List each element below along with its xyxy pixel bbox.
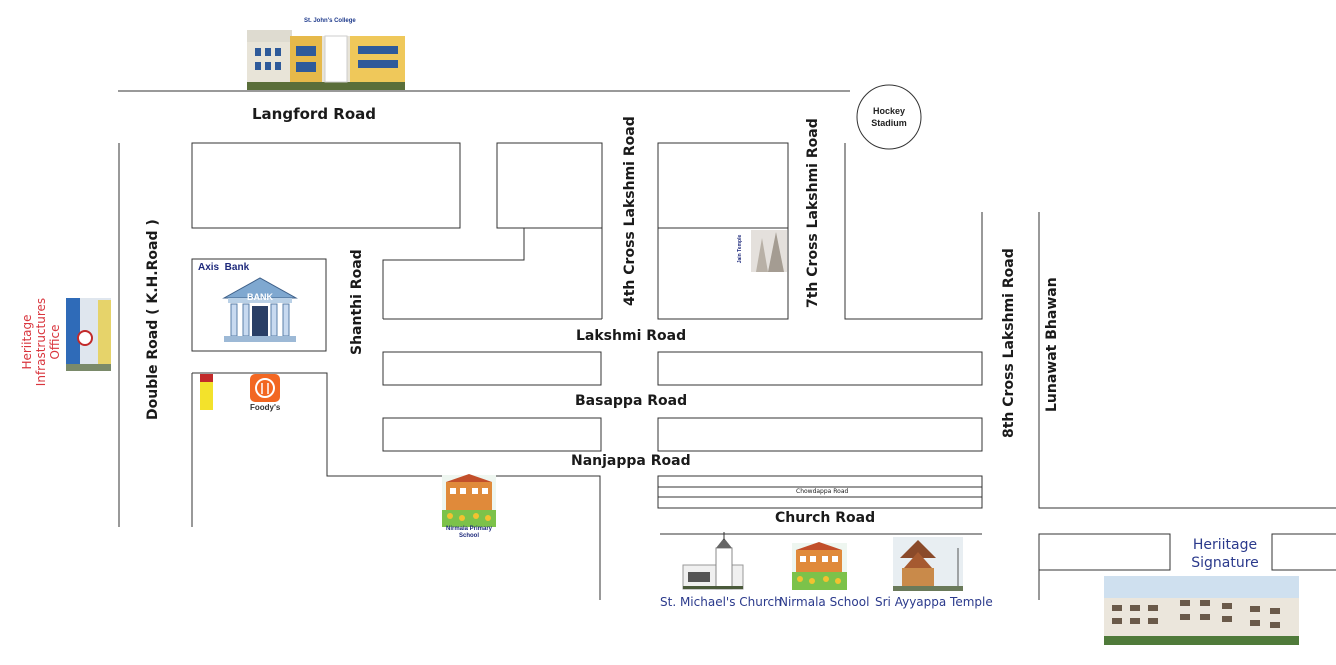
block-c-edge bbox=[382, 228, 525, 319]
block-i bbox=[657, 417, 983, 452]
sri-ayyappa-temple-label: Sri Ayyappa Temple bbox=[875, 595, 993, 609]
college-label: St. John's College bbox=[304, 18, 356, 24]
4th-cross-lakshmi-road-label: 4th Cross Lakshmi Road bbox=[622, 116, 638, 306]
temple-icon bbox=[893, 537, 963, 591]
lunawat-bhawan-label: Lunawat Bhawan bbox=[1044, 277, 1060, 412]
axis-bank-block bbox=[191, 258, 327, 352]
bank-sign-label: BANK bbox=[247, 292, 273, 302]
jain-temple-label: Jain Temple bbox=[737, 234, 743, 264]
heritage-office-label: Heriitage Infrastructures Office bbox=[20, 288, 68, 396]
7th-cross-lakshmi-road-label: 7th Cross Lakshmi Road bbox=[805, 118, 821, 308]
block-h bbox=[382, 417, 602, 452]
nirmala-primary-label-line1: Nirmala Primary bbox=[445, 526, 493, 532]
block-g bbox=[657, 351, 983, 386]
church-icon bbox=[682, 532, 744, 590]
hockey-stadium-icon bbox=[856, 84, 922, 150]
jain-temple-icon bbox=[751, 230, 787, 272]
block-d bbox=[657, 142, 789, 320]
block-b bbox=[496, 142, 603, 229]
nirmala-primary-label-line2: School bbox=[458, 533, 479, 539]
apartment-building-icon bbox=[1104, 576, 1299, 645]
chowdappa-block bbox=[657, 475, 983, 509]
chowdappa-road-label: Chowdappa Road bbox=[796, 488, 849, 495]
8th-cross-lakshmi-road-label: 8th Cross Lakshmi Road bbox=[1001, 248, 1017, 438]
foodys-label: Foody's bbox=[250, 403, 281, 412]
nirmala-school-label: Nirmala School bbox=[779, 595, 870, 609]
shanthi-road-label: Shanthi Road bbox=[349, 249, 365, 355]
axis-bank-label: Axis Bank bbox=[198, 262, 250, 273]
heritage-signature-line2: Signature bbox=[1191, 555, 1259, 571]
hockey-stadium-label-line1: Hockey bbox=[872, 106, 906, 116]
hockey-stadium-label-line2: Stadium bbox=[871, 118, 907, 128]
langford-road-label: Langford Road bbox=[252, 105, 376, 123]
st-michaels-church-label: St. Michael's Church bbox=[660, 595, 782, 609]
block-a bbox=[191, 142, 461, 229]
nanjappa-road-label: Nanjappa Road bbox=[571, 453, 691, 469]
heritage-signature-line1: Heriitage bbox=[1192, 537, 1258, 553]
block-f bbox=[382, 351, 602, 386]
heritage-office-line1: Heriitage bbox=[20, 314, 34, 370]
lakshmi-road-label: Lakshmi Road bbox=[576, 328, 687, 344]
heritage-signature-label: Heriitage Signature bbox=[1180, 536, 1270, 572]
shop-sign-icon bbox=[200, 374, 213, 410]
office-building-icon bbox=[66, 298, 111, 371]
school-icon bbox=[442, 474, 496, 527]
basappa-road-label: Basappa Road bbox=[575, 393, 688, 409]
school-icon bbox=[792, 542, 847, 590]
lunawat-edge bbox=[1038, 212, 1336, 509]
heritage-office-line3: Office bbox=[48, 324, 62, 360]
heritage-office-line2: Infrastructures bbox=[34, 297, 48, 387]
nanjappa-block-edge bbox=[192, 372, 601, 600]
block-e bbox=[844, 143, 983, 320]
block-j bbox=[1038, 533, 1171, 571]
block-k bbox=[1271, 533, 1336, 571]
bank-icon bbox=[222, 277, 298, 342]
church-road-label: Church Road bbox=[775, 510, 876, 526]
college-building-icon bbox=[247, 30, 405, 90]
restaurant-icon bbox=[250, 374, 280, 402]
double-road-label: Double Road ( K.H.Road ) bbox=[145, 219, 161, 420]
